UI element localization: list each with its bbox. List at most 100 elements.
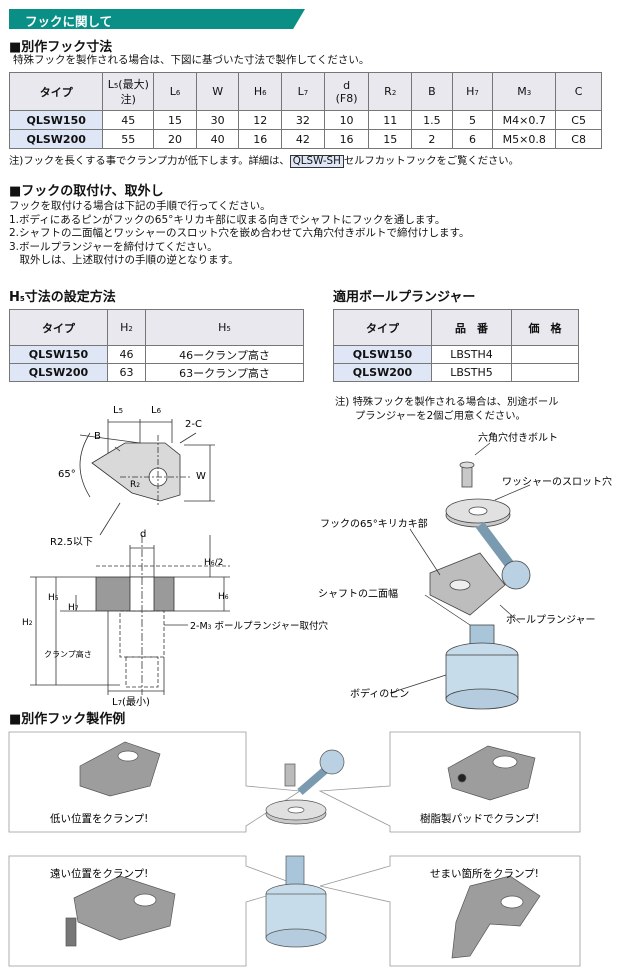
label-65: 65° bbox=[58, 469, 76, 480]
label-w: W bbox=[196, 471, 206, 482]
table-row: QLSW200 LBSTH5 bbox=[333, 363, 579, 382]
cell: 63ークランプ高さ bbox=[145, 363, 304, 382]
cell: 46 bbox=[107, 345, 146, 364]
cell: LBSTH5 bbox=[431, 363, 512, 382]
label-h2: H2 bbox=[22, 618, 33, 628]
label-h5: H5 bbox=[48, 593, 59, 603]
cell: 30 bbox=[195, 110, 240, 130]
dimension-table: タイプ L5(最大)注) L6 W H6 L7 d(F8) R2 B H7 M3… bbox=[8, 72, 602, 149]
cell: 2 bbox=[411, 129, 453, 149]
step-line: フックを取付ける場合は下記の手順で行ってください。 bbox=[9, 200, 271, 212]
label-bolt: 六角穴付きボルト bbox=[478, 431, 558, 444]
col-price: 価 格 bbox=[511, 309, 579, 346]
label-d: d bbox=[140, 529, 146, 540]
col-d: d(F8) bbox=[323, 72, 370, 111]
label-m3: 2-M3 ボールプランジャー取付穴 bbox=[190, 620, 329, 632]
mount-steps: フックを取付ける場合は下記の手順で行ってください。 1.ボディにあるピンがフック… bbox=[9, 200, 469, 268]
cell bbox=[511, 363, 579, 382]
col-part: 品 番 bbox=[431, 309, 512, 346]
mount-title: ■フックの取付け、取外し bbox=[9, 184, 164, 199]
custom-hook-desc: 特殊フックを製作される場合は、下図に基づいた寸法で製作してください。 bbox=[13, 54, 370, 66]
col-l7: L7 bbox=[281, 72, 325, 111]
cell: 45 bbox=[102, 110, 155, 130]
cell: 32 bbox=[281, 110, 325, 130]
example-far-label: 遠い位置をクランプ! bbox=[50, 867, 148, 880]
col-c: C bbox=[555, 72, 602, 111]
col-h6: H6 bbox=[238, 72, 283, 111]
cell: 15 bbox=[368, 129, 413, 149]
section-tag: フックに関して bbox=[9, 9, 305, 29]
table-row: QLSW200 63 63ークランプ高さ bbox=[9, 363, 304, 382]
plunger-note: 注) 特殊フックを製作される場合は、別途ボール bbox=[335, 396, 559, 408]
qlsw-sh-link[interactable]: QLSW-SH bbox=[289, 155, 344, 168]
label-flat: シャフトの二面幅 bbox=[318, 587, 398, 600]
plunger-table: タイプ 品 番 価 格 QLSW150 LBSTH4 QLSW200 LBSTH… bbox=[333, 309, 579, 382]
col-r2: R2 bbox=[368, 72, 413, 111]
cell: M5×0.8 bbox=[492, 129, 557, 149]
cell: 6 bbox=[451, 129, 494, 149]
table-row: QLSW150 LBSTH4 bbox=[333, 345, 579, 364]
cell: 12 bbox=[238, 110, 283, 130]
label-slot: ワッシャーのスロット穴 bbox=[502, 475, 612, 488]
label-h7: H7 bbox=[68, 603, 79, 613]
cell: 42 bbox=[281, 129, 325, 149]
table-row: QLSW150 45 15 30 12 32 10 11 1.5 5 M4×0.… bbox=[8, 110, 602, 130]
col-m3: M3 bbox=[492, 72, 557, 111]
table-row: QLSW200 55 20 40 16 42 16 15 2 6 M5×0.8 … bbox=[8, 129, 602, 149]
label-notch: フックの65°キリカキ部 bbox=[320, 517, 428, 530]
hook-drawing: L5 L6 B 2-C 65° R2 W R2.5以下 d H6/2 H6 H5… bbox=[22, 405, 329, 708]
note-text: 注)フックを長くする事でクランプ力が低下します。詳細は、 bbox=[9, 155, 290, 167]
col-h5: H5 bbox=[145, 309, 304, 346]
cell: 10 bbox=[323, 110, 370, 130]
cell: 16 bbox=[323, 129, 370, 149]
col-type: タイプ bbox=[8, 72, 104, 111]
cell: C8 bbox=[555, 129, 602, 149]
label-pin: ボディのピン bbox=[350, 687, 409, 700]
label-l5: L5 bbox=[113, 405, 123, 416]
label-2c: 2-C bbox=[185, 419, 202, 430]
cell: 20 bbox=[153, 129, 197, 149]
h5-title: H5寸法の設定方法 bbox=[9, 290, 116, 305]
col-w: W bbox=[195, 72, 240, 111]
cell: 1.5 bbox=[411, 110, 453, 130]
step-line: 2.シャフトの二面幅とワッシャーのスロット穴を嵌め合わせて六角穴付きボルトで締付… bbox=[9, 227, 470, 240]
label-plunger: ボールプランジャー bbox=[506, 614, 596, 626]
cell: C5 bbox=[555, 110, 602, 130]
example-narrow-label: せまい箇所をクランプ! bbox=[430, 867, 539, 880]
cell: QLSW200 bbox=[333, 363, 432, 382]
h5-table: タイプ H2 H5 QLSW150 46 46ークランプ高さ QLSW200 6… bbox=[9, 309, 304, 382]
cell: M4×0.7 bbox=[492, 110, 557, 130]
example-low-label: 低い位置をクランプ! bbox=[50, 812, 148, 825]
label-l7: L7(最小) bbox=[112, 696, 150, 708]
cell: 40 bbox=[195, 129, 240, 149]
cell: 5 bbox=[451, 110, 494, 130]
note-text: セルフカットフックをご覧ください。 bbox=[343, 155, 519, 167]
step-line: 1.ボディにあるピンがフックの65°キリカキ部に収まる向きでシャフトにフックを通… bbox=[9, 213, 446, 226]
col-h7: H7 bbox=[451, 72, 494, 111]
cell: 63 bbox=[107, 363, 146, 382]
cell: LBSTH4 bbox=[431, 345, 512, 364]
cell bbox=[511, 345, 579, 364]
col-type: タイプ bbox=[9, 309, 108, 346]
cell: QLSW150 bbox=[9, 345, 108, 364]
step-line: 3.ボールプランジャーを締付けてください。 bbox=[9, 240, 218, 253]
cell: 55 bbox=[102, 129, 155, 149]
cell: QLSW200 bbox=[9, 363, 108, 382]
col-l5: L5(最大)注) bbox=[102, 72, 155, 111]
label-clamp: クランプ高さ bbox=[44, 649, 92, 659]
cell: QLSW150 bbox=[8, 110, 104, 130]
cell: 15 bbox=[153, 110, 197, 130]
label-l6: L6 bbox=[151, 405, 162, 416]
cell: 46ークランプ高さ bbox=[145, 345, 304, 364]
label-r2: R2 bbox=[130, 480, 140, 490]
plunger-title: 適用ボールプランジャー bbox=[333, 290, 476, 305]
col-b: B bbox=[411, 72, 453, 111]
cell: 11 bbox=[368, 110, 413, 130]
label-b: B bbox=[94, 431, 101, 442]
examples-area: 低い位置をクランプ! 樹脂製パッドでクランプ! 遠い位置をクランプ! せまい箇所… bbox=[8, 731, 581, 967]
assembly-illustration: 六角穴付きボルト ワッシャーのスロット穴 フックの65°キリカキ部 シャフトの二… bbox=[318, 431, 612, 710]
table-row: QLSW150 46 46ークランプ高さ bbox=[9, 345, 304, 364]
col-type: タイプ bbox=[333, 309, 432, 346]
custom-hook-title: ■別作フック寸法 bbox=[9, 40, 113, 55]
